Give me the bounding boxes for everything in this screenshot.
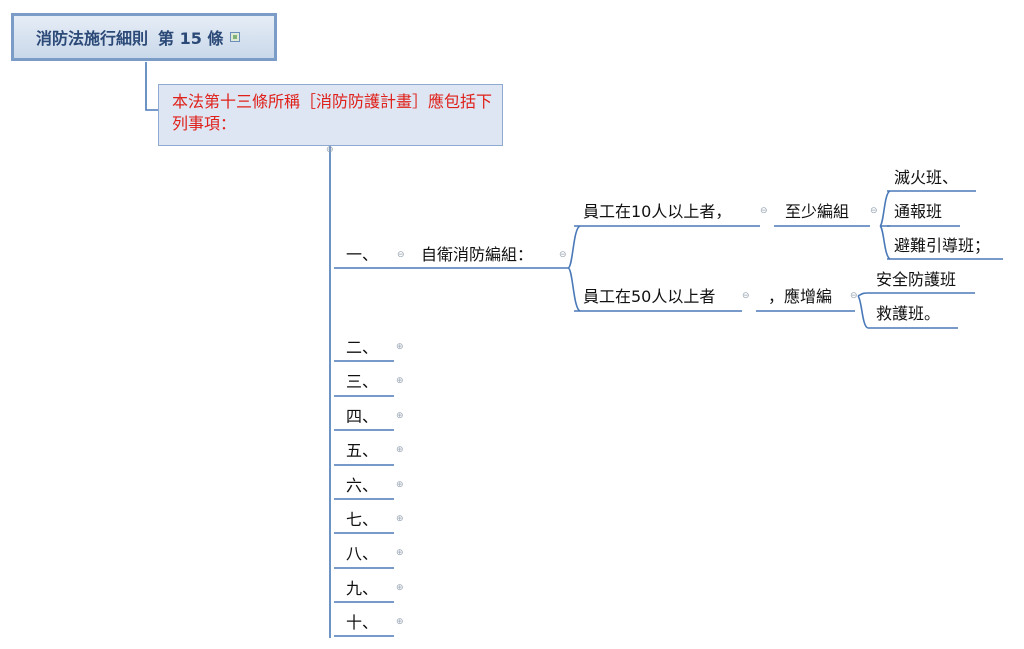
item-nine[interactable]: 九、 — [346, 579, 379, 598]
collapse-circle-icon[interactable]: ⊖ — [559, 250, 567, 260]
subtopic-text: 本法第十三條所稱［消防防護計畫］應包括下列事項： — [172, 92, 493, 133]
root-topic[interactable]: 消防法施行細則 第 15 條 — [11, 13, 277, 61]
plus-circle-icon[interactable]: ⊕ — [396, 617, 404, 627]
branch-10-connector[interactable]: 至少編組 — [785, 202, 850, 221]
plus-circle-icon[interactable]: ⊕ — [396, 480, 404, 490]
team-fire[interactable]: 滅火班、 — [894, 168, 959, 187]
collapse-circle-icon[interactable]: ⊖ — [870, 206, 878, 216]
fork-teams-10 — [879, 190, 891, 260]
item-seven[interactable]: 七、 — [346, 510, 379, 529]
root-article: 第 15 條 — [158, 29, 224, 48]
item-four[interactable]: 四、 — [346, 407, 379, 426]
self-defense-label[interactable]: 自衛消防編組： — [421, 245, 534, 264]
plus-circle-icon[interactable]: ⊕ — [396, 583, 404, 593]
item-one[interactable]: 一、 — [346, 245, 379, 264]
collapse-circle-icon[interactable]: ⊖ — [850, 291, 858, 301]
team-report[interactable]: 通報班 — [894, 202, 943, 221]
plus-circle-icon[interactable]: ⊕ — [396, 342, 404, 352]
root-to-subtopic-line — [145, 62, 160, 111]
branch-50-label[interactable]: 員工在50人以上者 — [583, 287, 716, 306]
item-five[interactable]: 五、 — [346, 441, 379, 460]
item-two[interactable]: 二、 — [346, 338, 379, 357]
fork-teams-50 — [857, 292, 869, 329]
item-ten[interactable]: 十、 — [346, 613, 379, 632]
expand-box-icon[interactable] — [230, 32, 241, 42]
plus-circle-icon[interactable]: ⊕ — [396, 445, 404, 455]
item-three[interactable]: 三、 — [346, 372, 379, 391]
branch-50-connector[interactable]: ，應增編 — [768, 287, 833, 306]
item-six[interactable]: 六、 — [346, 476, 379, 495]
collapse-circle-icon[interactable]: ⊖ — [742, 291, 750, 301]
subtopic[interactable]: 本法第十三條所稱［消防防護計畫］應包括下列事項： — [158, 84, 503, 146]
team-evacuation[interactable]: 避難引導班； — [894, 236, 991, 255]
collapse-circle-icon[interactable]: ⊖ — [397, 250, 405, 260]
collapse-circle-icon[interactable]: ⊖ — [760, 206, 768, 216]
plus-circle-icon[interactable]: ⊕ — [396, 548, 404, 558]
plus-circle-icon[interactable]: ⊕ — [396, 514, 404, 524]
branch-10-label[interactable]: 員工在10人以上者， — [583, 202, 732, 221]
fork-branches — [567, 225, 581, 312]
root-title: 消防法施行細則 — [36, 29, 149, 48]
collapse-circle-icon[interactable]: ⊖ — [326, 145, 334, 155]
item-eight[interactable]: 八、 — [346, 544, 379, 563]
plus-circle-icon[interactable]: ⊕ — [396, 411, 404, 421]
team-safety[interactable]: 安全防護班 — [876, 270, 957, 289]
team-rescue[interactable]: 救護班。 — [876, 304, 941, 323]
plus-circle-icon[interactable]: ⊕ — [396, 376, 404, 386]
